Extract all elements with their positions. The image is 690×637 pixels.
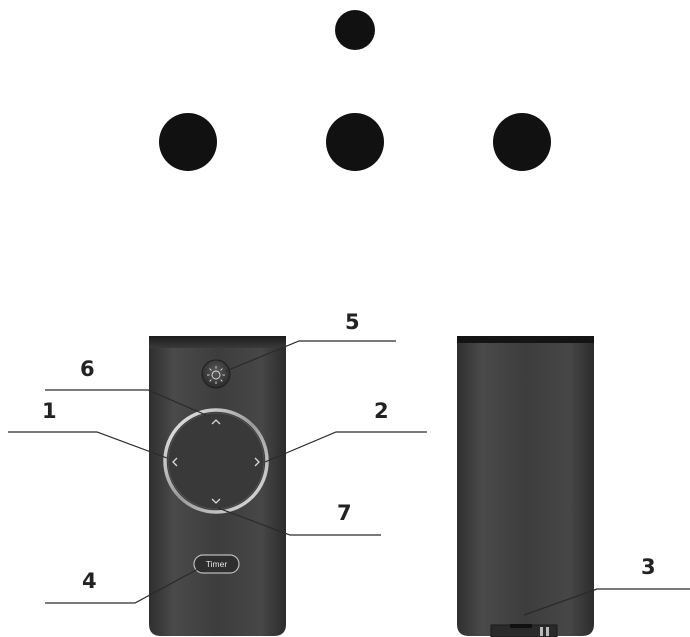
back-remote-body — [457, 336, 594, 636]
callout-4: 4 — [82, 569, 97, 593]
leader-line-5 — [225, 340, 396, 372]
chevron-left-icon[interactable] — [172, 457, 178, 467]
callout-6: 6 — [80, 357, 95, 381]
dot-left — [159, 113, 217, 171]
dot-center — [326, 113, 384, 171]
direction-ring[interactable] — [163, 408, 269, 514]
callout-1: 1 — [42, 399, 57, 423]
callout-numbers: 5 6 1 2 7 4 3 — [42, 310, 656, 593]
chevron-down-icon[interactable] — [211, 498, 221, 504]
light-button[interactable] — [201, 359, 231, 389]
callout-3: 3 — [641, 555, 656, 579]
leader-line-6 — [45, 389, 207, 416]
callout-7: 7 — [337, 501, 352, 525]
front-remote-top-edge — [149, 336, 286, 348]
dot-right — [493, 113, 551, 171]
battery-door-icon[interactable] — [490, 624, 558, 637]
leader-line-7 — [217, 507, 381, 536]
dot-top — [335, 10, 375, 50]
leader-line-1 — [8, 431, 168, 459]
leader-lines — [8, 340, 690, 616]
timer-button[interactable]: Timer — [193, 554, 240, 574]
dots-group — [159, 10, 551, 171]
chevron-up-icon[interactable] — [211, 419, 221, 425]
callout-2: 2 — [374, 399, 389, 423]
back-remote-top-edge — [457, 336, 594, 343]
front-remote: Timer — [149, 336, 286, 636]
callout-5: 5 — [345, 310, 360, 334]
chevron-right-icon[interactable] — [254, 457, 260, 467]
leader-line-4 — [45, 568, 199, 604]
leader-line-3 — [523, 588, 690, 616]
back-remote — [457, 336, 594, 637]
sun-light-icon — [207, 366, 225, 384]
leader-line-2 — [264, 431, 427, 463]
timer-label: Timer — [206, 559, 228, 569]
